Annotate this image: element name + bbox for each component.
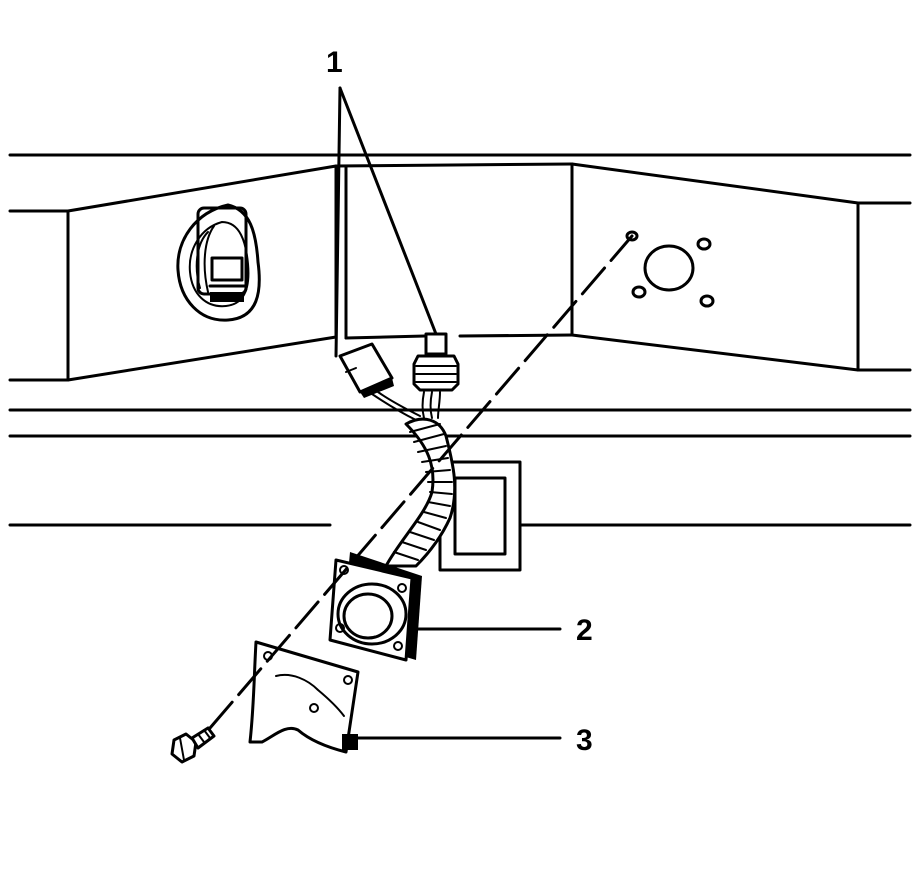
trailer-connector [328,552,422,662]
wiring-harness-conduit [384,417,457,568]
bolt-alignment-line [208,234,634,730]
harness-connector-left [338,342,394,398]
callout-3-label: 3 [576,724,593,757]
connector-mounting-plate [248,640,360,754]
rear-bumper [8,153,912,382]
factory-connector-bracket [176,203,261,322]
mounting-bolt [170,726,216,764]
harness-connector-right [412,332,460,392]
connector-mounting-holes [625,230,715,308]
harness-wires [371,391,441,421]
callout-2-label: 2 [576,614,593,647]
bumper-lower-lip [8,408,912,527]
callout-1-label: 1 [326,46,343,79]
callout-leaders [334,86,562,740]
